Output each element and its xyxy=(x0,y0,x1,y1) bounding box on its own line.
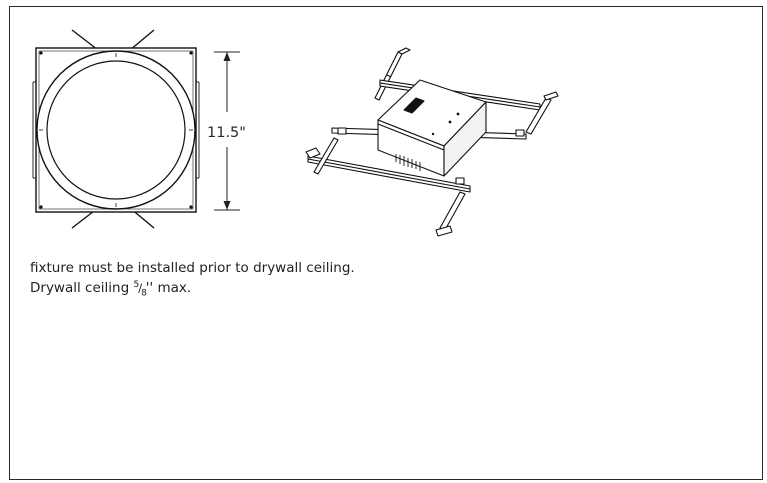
note-line-2-prefix: Drywall ceiling xyxy=(30,279,134,296)
fraction-numerator: 5 xyxy=(133,280,139,290)
installation-notes: fixture must be installed prior to drywa… xyxy=(30,260,355,302)
note-line-2: Drywall ceiling 5/8'' max. xyxy=(30,277,355,302)
fixture-outer-ring xyxy=(36,50,196,210)
note-line-2-suffix: '' max. xyxy=(145,279,192,296)
fraction-denominator: 8 xyxy=(141,288,147,299)
junction-box xyxy=(377,79,487,177)
mounting-bar-right xyxy=(525,91,559,135)
fixture-isometric-view xyxy=(305,47,559,237)
mounting-rail-bottom xyxy=(307,155,471,193)
junction-box-label xyxy=(403,97,425,114)
note-line-1: fixture must be installed prior to drywa… xyxy=(30,260,355,276)
drawing-frame xyxy=(9,6,763,480)
dimension-label: 11.5" xyxy=(207,125,246,141)
fixture-top-view: 11.5" xyxy=(32,29,246,229)
mounting-bar-back xyxy=(374,47,411,101)
drywall-fraction: 5/8 xyxy=(133,280,147,299)
mounting-bar-left xyxy=(305,137,339,175)
mounting-bar-front xyxy=(435,191,466,237)
fixture-aperture xyxy=(46,60,186,200)
corner-screws xyxy=(39,51,193,209)
knockout-connector xyxy=(395,154,421,171)
